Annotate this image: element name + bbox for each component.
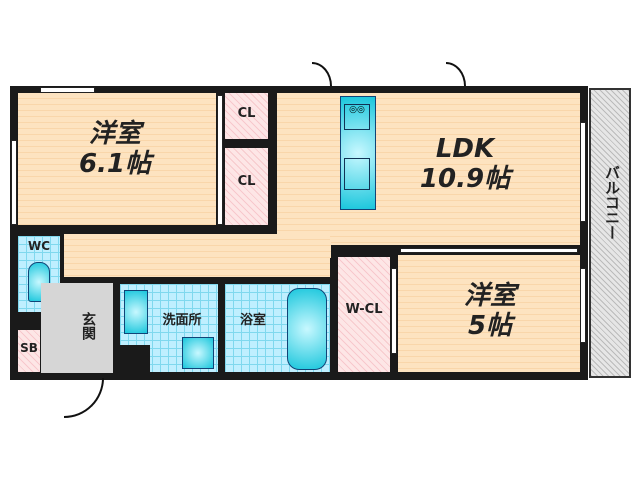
western1-size: 6.1帖 <box>78 148 152 179</box>
door[interactable] <box>312 62 332 86</box>
window <box>40 87 95 93</box>
closet2-label: CL <box>237 174 256 189</box>
walkin-label: W-CL <box>345 302 383 317</box>
sliding-door[interactable] <box>400 248 578 253</box>
ldk-size: 10.9帖 <box>419 163 511 194</box>
walk-in-closet <box>338 257 390 372</box>
bathtub-icon <box>287 288 327 370</box>
bathroom-label: 浴室 <box>239 313 266 328</box>
room-western-5 <box>398 255 580 372</box>
closet-door[interactable] <box>391 268 397 354</box>
closet-2 <box>225 148 268 225</box>
balcony-label: バルコニー <box>603 165 621 240</box>
room-ldk <box>277 93 580 245</box>
ldk-lower <box>277 240 331 258</box>
wc-label: WC <box>27 239 51 253</box>
entrance-label: 玄関 <box>80 312 96 340</box>
window <box>580 122 586 222</box>
entrance <box>41 283 113 373</box>
closet1-label: CL <box>237 106 256 121</box>
western2-name: 洋室 <box>463 281 516 311</box>
front-door[interactable] <box>64 378 104 418</box>
western1-name: 洋室 <box>88 119 141 149</box>
window <box>580 268 586 343</box>
washroom-label: 洗面所 <box>162 313 202 328</box>
sink-icon <box>344 158 370 190</box>
kitchen-counter <box>340 96 376 210</box>
ldk-name: LDK <box>435 134 495 164</box>
window <box>11 140 17 225</box>
closet-door[interactable] <box>217 95 223 225</box>
sb-label: SB <box>20 341 38 355</box>
door[interactable] <box>446 62 466 86</box>
room-western-6 <box>18 93 216 225</box>
washbasin-icon <box>124 290 148 334</box>
western2-size: 5帖 <box>467 310 513 341</box>
washing-machine-icon <box>182 337 214 369</box>
balcony <box>589 88 631 378</box>
shoe-box <box>18 330 40 372</box>
closet-1 <box>225 93 268 139</box>
stove-icon: ◎◎ <box>344 104 370 130</box>
